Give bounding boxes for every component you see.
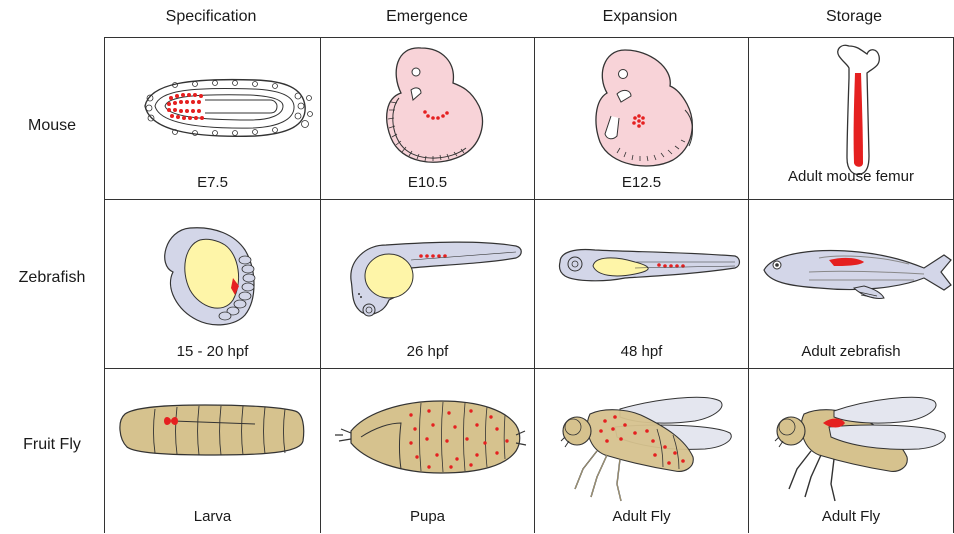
caption-adult-mouse-femur: Adult mouse femur <box>749 168 953 185</box>
caption-26-hpf: 26 hpf <box>321 343 534 360</box>
caption-adult-fly-expansion: Adult Fly <box>535 508 748 525</box>
cell-zebrafish-expansion: 48 hpf <box>534 199 748 368</box>
caption-larva: Larva <box>105 508 320 525</box>
caption-e7-5: E7.5 <box>105 174 320 191</box>
cell-fruit-fly-emergence: Pupa <box>320 368 534 533</box>
column-header-storage: Storage <box>747 8 954 26</box>
caption-pupa: Pupa <box>321 508 534 525</box>
cell-zebrafish-storage: Adult zebrafish <box>748 199 954 368</box>
row-label-fruit-fly: Fruit Fly <box>0 436 104 454</box>
caption-e12-5: E12.5 <box>535 174 748 191</box>
column-header-emergence: Emergence <box>320 8 534 26</box>
cell-fruit-fly-storage: Adult Fly <box>748 368 954 533</box>
cell-zebrafish-emergence: 26 hpf <box>320 199 534 368</box>
cell-zebrafish-specification: 15 - 20 hpf <box>104 199 320 368</box>
cell-mouse-specification: E7.5 <box>104 37 320 199</box>
comparison-grid: E7.5 E10.5 <box>104 37 954 533</box>
row-label-zebrafish: Zebrafish <box>0 269 104 287</box>
caption-48-hpf: 48 hpf <box>535 343 748 360</box>
cell-fruit-fly-specification: Larva <box>104 368 320 533</box>
caption-adult-fly-storage: Adult Fly <box>749 508 953 525</box>
row-label-mouse: Mouse <box>0 117 104 135</box>
column-header-specification: Specification <box>104 8 318 26</box>
cell-fruit-fly-expansion: Adult Fly <box>534 368 748 533</box>
caption-e10-5: E10.5 <box>321 174 534 191</box>
cell-mouse-emergence: E10.5 <box>320 37 534 199</box>
caption-adult-zebrafish: Adult zebrafish <box>749 343 953 360</box>
cell-mouse-expansion: E12.5 <box>534 37 748 199</box>
caption-15-20-hpf: 15 - 20 hpf <box>105 343 320 360</box>
column-header-expansion: Expansion <box>533 8 747 26</box>
cell-mouse-storage: Adult mouse femur <box>748 37 954 199</box>
